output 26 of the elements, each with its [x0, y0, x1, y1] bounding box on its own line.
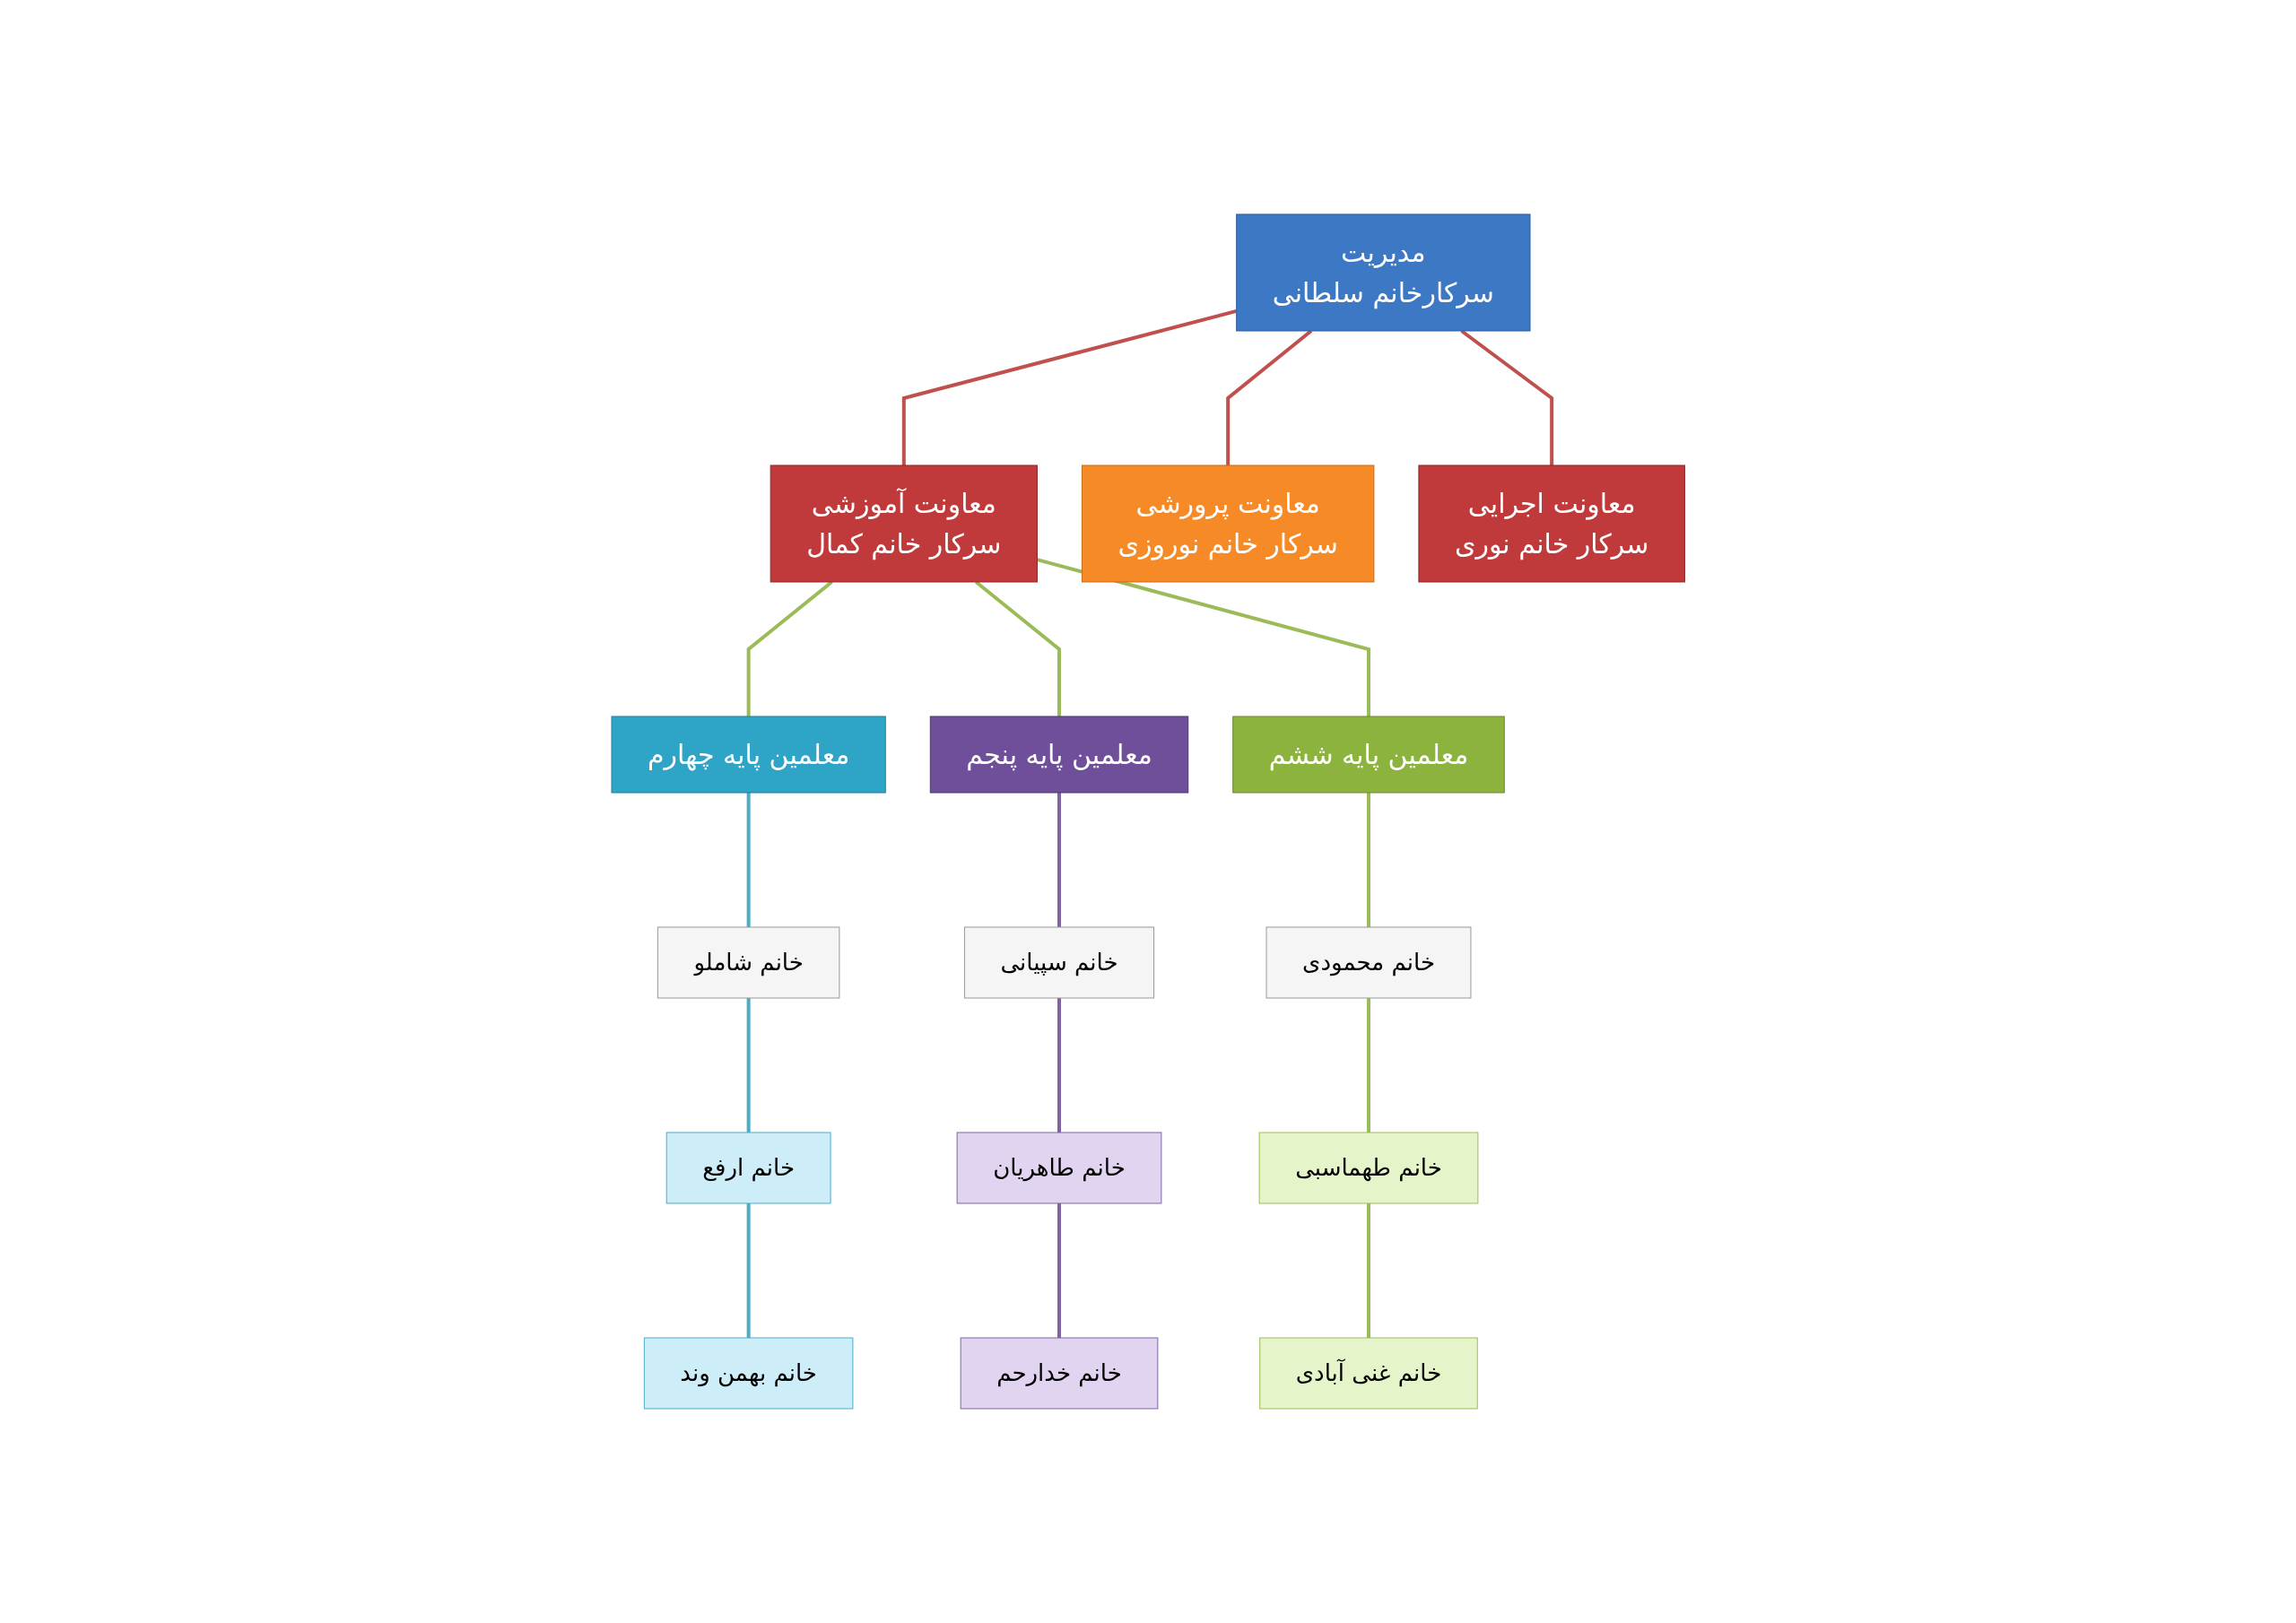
node-box: خانم سپیانی: [963, 926, 1154, 999]
node-box: خانم خدارحم: [960, 1337, 1159, 1410]
connector: [746, 1203, 751, 1338]
node-box: معاونت پرورشی سرکار خانم نوروزی: [1081, 464, 1375, 583]
connector: [1057, 793, 1061, 927]
node-box: خانم طاهریان: [956, 1132, 1162, 1204]
node-box: خانم بهمن وند: [643, 1337, 854, 1410]
connector: [1057, 998, 1061, 1133]
node-box: معلمین پایه پنجم: [929, 716, 1188, 794]
node-box: خانم ارفع: [665, 1132, 831, 1204]
node-box: خانم محمودی: [1265, 926, 1472, 999]
node-box: معلمین پایه ششم: [1232, 716, 1505, 794]
node-box: معاونت اجرایی سرکار خانم نوری: [1418, 464, 1685, 583]
node-box: معاونت آموزشی سرکار خانم کمال: [770, 464, 1038, 583]
node-box: خانم غنی آبادی: [1259, 1337, 1478, 1410]
connector: [1366, 1203, 1370, 1338]
connector: [1366, 793, 1370, 927]
node-box: خانم طهماسبی: [1258, 1132, 1479, 1204]
connector: [746, 793, 751, 927]
connector: [746, 998, 751, 1133]
connector: [1057, 1203, 1061, 1338]
connector: [1366, 998, 1370, 1133]
node-box: مدیریت سرکارخانم سلطانی: [1236, 213, 1531, 332]
connector: [901, 308, 1237, 465]
connector: [1036, 558, 1370, 716]
node-box: معلمین پایه چهارم: [611, 716, 886, 794]
